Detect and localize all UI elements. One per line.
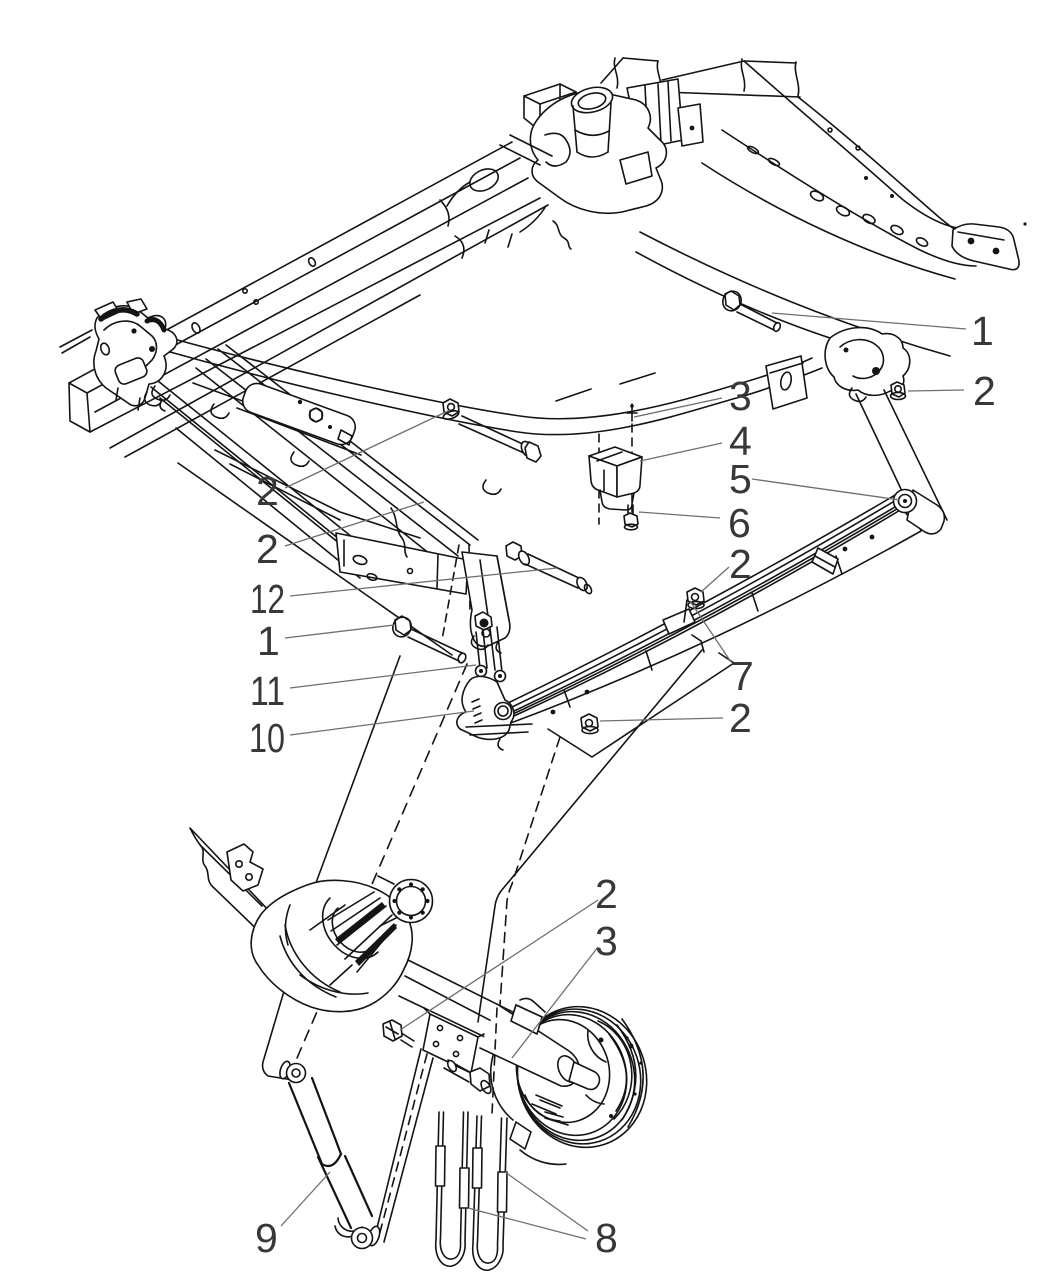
svg-text:12: 12 <box>250 576 285 622</box>
svg-text:2: 2 <box>256 468 279 514</box>
svg-text:8: 8 <box>595 1215 618 1261</box>
svg-text:5: 5 <box>729 456 752 502</box>
svg-text:7: 7 <box>731 653 754 699</box>
svg-text:2: 2 <box>729 541 752 587</box>
svg-text:1: 1 <box>971 308 994 354</box>
svg-text:2: 2 <box>729 695 752 741</box>
svg-text:2: 2 <box>973 368 996 414</box>
svg-text:6: 6 <box>728 500 751 546</box>
svg-text:4: 4 <box>729 418 752 464</box>
svg-text:2: 2 <box>256 526 279 572</box>
svg-text:10: 10 <box>249 715 285 761</box>
svg-text:2: 2 <box>595 871 618 917</box>
svg-text:1: 1 <box>257 618 280 664</box>
svg-text:11: 11 <box>250 668 285 714</box>
svg-text:3: 3 <box>729 373 752 419</box>
svg-text:9: 9 <box>255 1215 278 1261</box>
svg-text:3: 3 <box>595 918 618 964</box>
